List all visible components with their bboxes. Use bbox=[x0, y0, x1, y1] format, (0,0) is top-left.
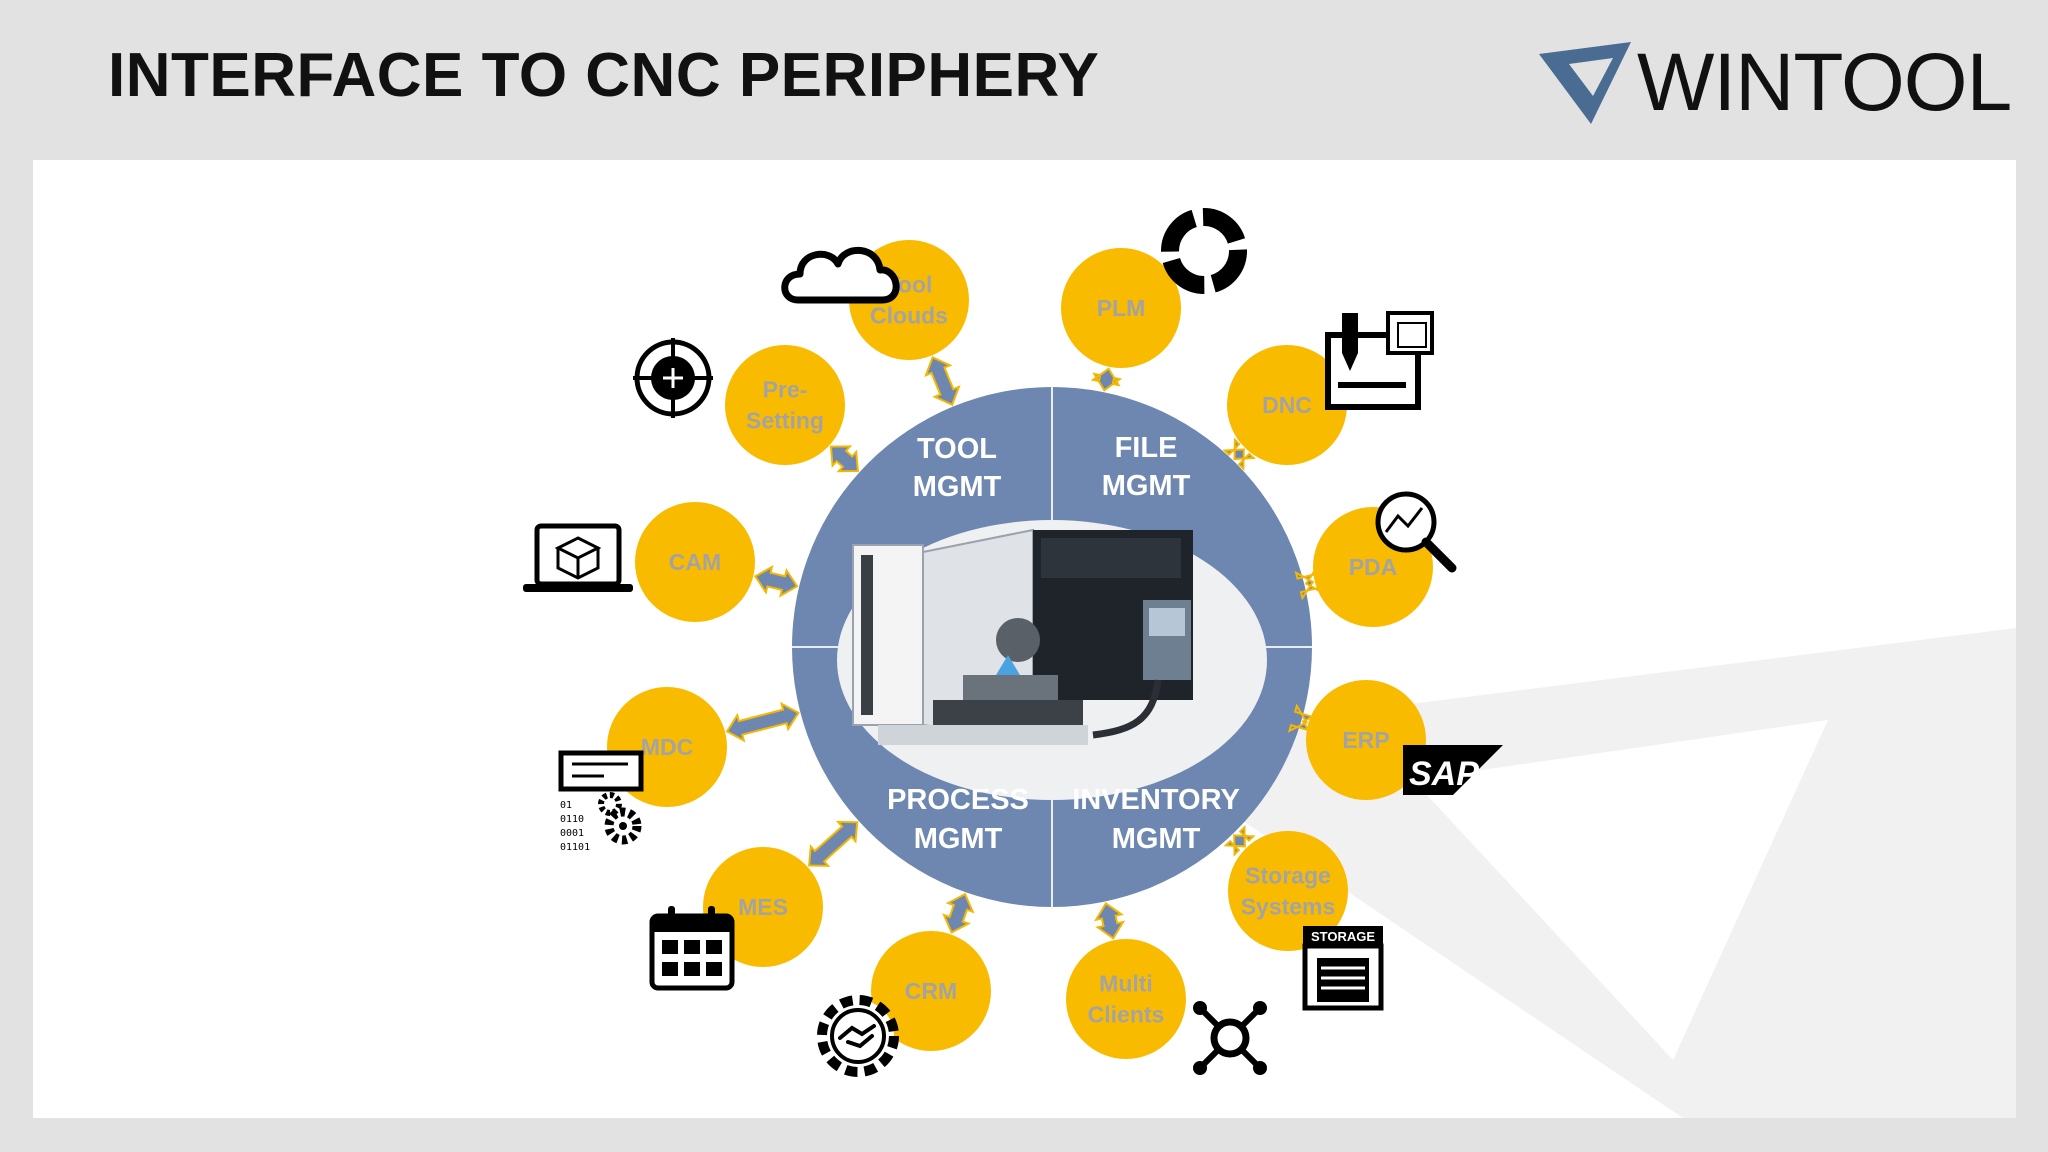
binary-gears-icon: 01 0110 0001 01101 bbox=[558, 750, 644, 853]
node-label-crm-1: CRM bbox=[905, 978, 957, 1004]
node-label-pda-1: PDA bbox=[1349, 554, 1398, 580]
laptop-cube-icon bbox=[523, 523, 633, 592]
node-circle-cam bbox=[635, 502, 755, 622]
diagram-panel: TOOL MGMT FILE MGMT PROCESS MGMT INVENTO… bbox=[33, 160, 2016, 1118]
plm-cycle-icon bbox=[1161, 208, 1247, 294]
connector-arrows bbox=[725, 355, 1325, 940]
quadrant-process-line2: MGMT bbox=[914, 823, 1003, 855]
node-label-pre-setting-1: Pre- bbox=[763, 377, 808, 403]
quadrant-process-line1: PROCESS bbox=[887, 784, 1029, 816]
crosshair-icon bbox=[633, 338, 713, 418]
sap-logo-icon: SAP bbox=[1403, 745, 1503, 795]
node-erp: ERP bbox=[1306, 680, 1426, 800]
node-label-erp-1: ERP bbox=[1342, 727, 1389, 753]
node-label-tool-clouds-2: Clouds bbox=[870, 303, 948, 329]
connector-arrow-cam bbox=[753, 564, 799, 598]
connector-arrow-storage-systems bbox=[1223, 825, 1256, 857]
node-label-multi-clients-2: Clients bbox=[1088, 1002, 1165, 1028]
quadrant-file-line1: FILE bbox=[1115, 432, 1178, 464]
node-circle-erp bbox=[1306, 680, 1426, 800]
node-label-multi-clients-1: Multi bbox=[1099, 971, 1153, 997]
node-label-dnc-1: DNC bbox=[1262, 392, 1312, 418]
binary-line-3: 0001 bbox=[560, 828, 584, 839]
connector-arrow-multi-clients bbox=[1094, 901, 1126, 940]
node-circle-multi-clients bbox=[1066, 939, 1186, 1059]
node-circle-dnc bbox=[1227, 345, 1347, 465]
connector-arrow-pre-setting bbox=[829, 445, 859, 473]
connector-arrow-dnc bbox=[1222, 437, 1256, 471]
node-label-mes-1: MES bbox=[738, 894, 788, 920]
node-icons: 01 0110 0001 01101 SAP bbox=[523, 208, 1503, 1077]
sap-logo-text: SAP bbox=[1409, 755, 1479, 793]
node-circle-crm bbox=[871, 931, 991, 1051]
quadrant-inventory-line2: MGMT bbox=[1112, 823, 1201, 855]
connector-arrow-crm bbox=[942, 892, 975, 934]
node-label-cam-1: CAM bbox=[669, 549, 721, 575]
node-cam: CAM bbox=[635, 502, 755, 622]
node-label-storage-systems-2: Systems bbox=[1241, 894, 1336, 920]
cnc-machine-image bbox=[837, 520, 1267, 800]
logo-triangle-icon bbox=[1539, 42, 1631, 124]
cnc-machine-icon bbox=[1325, 311, 1434, 410]
binary-line-2: 0110 bbox=[560, 814, 584, 825]
wintool-logo: WINTOOL bbox=[1535, 37, 2012, 128]
quadrant-tool-line2: MGMT bbox=[913, 471, 1002, 503]
node-plm: PLM bbox=[1061, 248, 1181, 368]
node-label-plm-1: PLM bbox=[1097, 295, 1146, 321]
storage-label-text: STORAGE bbox=[1311, 929, 1375, 944]
connector-arrow-tool-clouds bbox=[924, 355, 961, 407]
handshake-gear-icon bbox=[817, 995, 899, 1077]
logo-wordmark: WINTOOL bbox=[1637, 37, 2012, 128]
periphery-diagram: TOOL MGMT FILE MGMT PROCESS MGMT INVENTO… bbox=[523, 208, 2016, 1118]
quadrant-inventory-line1: INVENTORY bbox=[1072, 784, 1240, 816]
connector-arrow-mdc bbox=[725, 701, 800, 743]
node-pre-setting: Pre- Setting bbox=[725, 345, 845, 465]
cloud-icon bbox=[781, 246, 900, 304]
connector-arrow-mes bbox=[807, 820, 859, 867]
network-hub-icon bbox=[1193, 1001, 1267, 1075]
connector-arrow-plm bbox=[1090, 367, 1123, 392]
node-circle-plm bbox=[1061, 248, 1181, 368]
calendar-icon bbox=[649, 906, 735, 991]
central-hub: TOOL MGMT FILE MGMT PROCESS MGMT INVENTO… bbox=[792, 387, 1312, 907]
node-crm: CRM bbox=[871, 931, 991, 1051]
page-title: INTERFACE TO CNC PERIPHERY bbox=[108, 41, 1100, 110]
node-label-pre-setting-2: Setting bbox=[746, 408, 824, 434]
quadrant-file-line2: MGMT bbox=[1102, 470, 1191, 502]
node-dnc: DNC bbox=[1227, 345, 1347, 465]
quadrant-tool-line1: TOOL bbox=[917, 433, 997, 465]
magnifier-chart-icon bbox=[1375, 491, 1457, 573]
node-circle-pre-setting bbox=[725, 345, 845, 465]
node-label-mdc-1: MDC bbox=[641, 734, 693, 760]
storage-icon: STORAGE bbox=[1302, 926, 1384, 1011]
binary-line-1: 01 bbox=[560, 800, 572, 811]
node-circle-storage-systems bbox=[1228, 831, 1348, 951]
binary-line-4: 01101 bbox=[560, 842, 590, 853]
node-label-storage-systems-1: Storage bbox=[1245, 863, 1331, 889]
